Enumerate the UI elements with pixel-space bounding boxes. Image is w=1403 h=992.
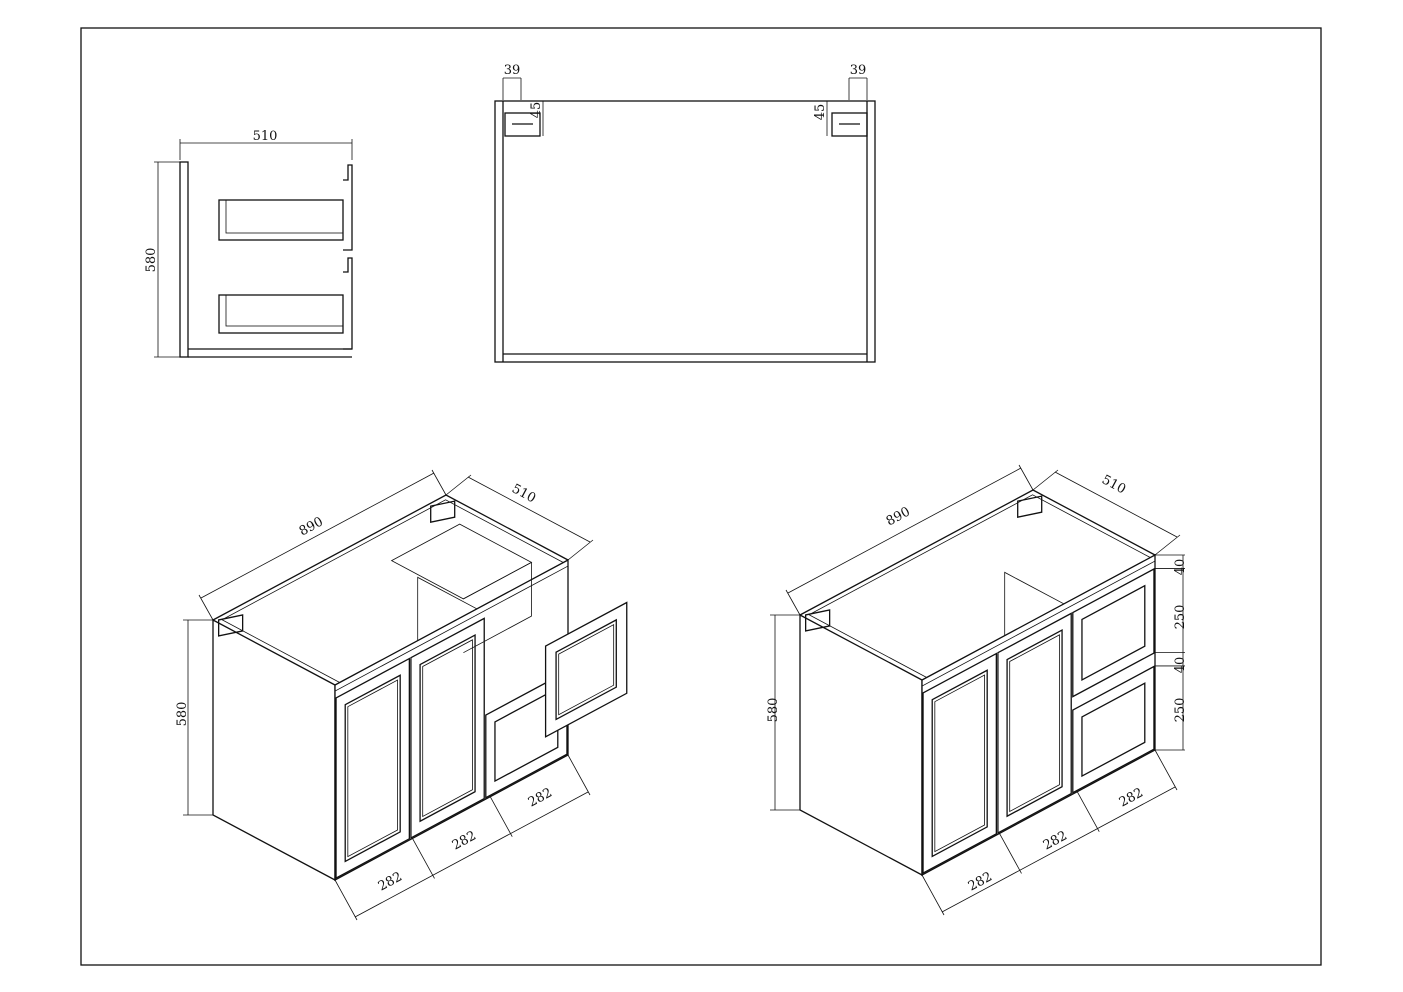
front-right-offset-label: 39 <box>850 63 867 78</box>
dimension-line <box>1154 534 1181 556</box>
front-left-bracket-label: 45 <box>529 102 544 119</box>
top-rail <box>334 559 569 692</box>
side-view: 510 580 <box>144 129 353 358</box>
iso2-door-width-1: 282 <box>966 869 995 894</box>
width-dimension <box>787 467 1022 594</box>
dimension-line <box>1154 749 1178 791</box>
dimension-line <box>489 796 513 837</box>
bracket-right <box>831 112 868 137</box>
door-panel-inner <box>934 674 985 853</box>
side-panel <box>799 613 923 877</box>
door-panel <box>419 633 476 823</box>
iso2-drawer1-height-label: 250 <box>1173 605 1188 630</box>
top-rail <box>921 554 1156 687</box>
door <box>410 617 485 840</box>
dimension-line <box>431 469 447 496</box>
isometric-closed-view <box>770 464 1185 916</box>
door <box>335 657 411 880</box>
iso1-width-label: 890 <box>297 514 326 539</box>
isometric-open-view <box>183 469 628 921</box>
front-face <box>921 553 1156 877</box>
drawer-front <box>485 670 568 799</box>
drawer-panel <box>1081 682 1146 778</box>
corner-bracket-icon <box>430 500 456 523</box>
dimension-line <box>1018 464 1034 491</box>
corner-bracket-icon <box>217 614 244 637</box>
inner-top-edge <box>808 494 1151 678</box>
door-panel <box>344 674 401 863</box>
dimension-line <box>198 594 214 621</box>
corner-bracket-icon <box>1017 495 1043 518</box>
drawer-front <box>1072 567 1155 698</box>
drawer-panel <box>494 687 559 783</box>
door-panel-inner <box>347 679 398 858</box>
width-dimension <box>200 472 435 599</box>
depth-dimension <box>1054 471 1178 538</box>
depth-dimension <box>467 476 591 543</box>
dimension-line <box>567 539 594 561</box>
door <box>922 652 998 875</box>
iso1-depth-label: 510 <box>509 481 538 506</box>
drawer-panel <box>1081 584 1146 682</box>
drawer-box <box>390 523 533 600</box>
iso2-top-rail-label: 40 <box>1173 559 1188 576</box>
iso2-door-width-2: 282 <box>1041 828 1070 853</box>
front-left-offset-label: 39 <box>504 63 521 78</box>
side-panel <box>212 618 336 882</box>
dimension-line <box>412 838 435 879</box>
drawer-front <box>1072 665 1155 794</box>
door-width-dimension <box>354 791 589 918</box>
open-drawer-front <box>544 601 628 738</box>
drawer-box-back <box>463 561 532 654</box>
dimension-line <box>921 874 945 916</box>
sheet-border <box>80 27 1322 966</box>
open-drawer-panel <box>555 618 617 721</box>
dimension-line <box>445 474 472 496</box>
iso1-height-label: 580 <box>175 702 190 727</box>
dimension-line <box>1032 469 1059 491</box>
iso2-depth-label: 510 <box>1099 472 1128 497</box>
door <box>997 612 1072 835</box>
open-drawer-panel-inner <box>558 623 615 716</box>
dimension-line <box>334 879 358 921</box>
front-face <box>334 558 569 882</box>
iso2-width-label: 890 <box>884 504 913 529</box>
dimension-line <box>999 833 1022 874</box>
side-height-label: 580 <box>144 248 159 273</box>
iso2-height-label: 580 <box>766 698 781 723</box>
corner-bracket-icon <box>804 609 831 632</box>
dimension-line <box>1076 791 1100 832</box>
dimension-line <box>567 754 591 796</box>
door-width-dimension <box>941 786 1176 913</box>
iso1-door-width-3: 282 <box>526 785 555 810</box>
door-panel <box>1006 628 1063 818</box>
iso2-mid-rail-label: 40 <box>1173 657 1188 674</box>
iso2-door-width-3: 282 <box>1117 785 1146 810</box>
front-right-bracket-label: 45 <box>813 104 828 121</box>
front-view: 39 39 45 45 <box>494 63 876 363</box>
bracket-left <box>504 112 541 137</box>
iso1-door-width-2: 282 <box>450 828 479 853</box>
door-panel-inner <box>1009 634 1060 813</box>
dimension-line <box>785 589 801 616</box>
iso2-drawer2-height-label: 250 <box>1173 698 1188 723</box>
side-width-label: 510 <box>253 129 278 144</box>
iso1-door-width-1: 282 <box>376 869 405 894</box>
inner-top-edge <box>221 499 564 683</box>
door-panel-inner <box>422 639 473 818</box>
door-panel <box>931 669 988 858</box>
